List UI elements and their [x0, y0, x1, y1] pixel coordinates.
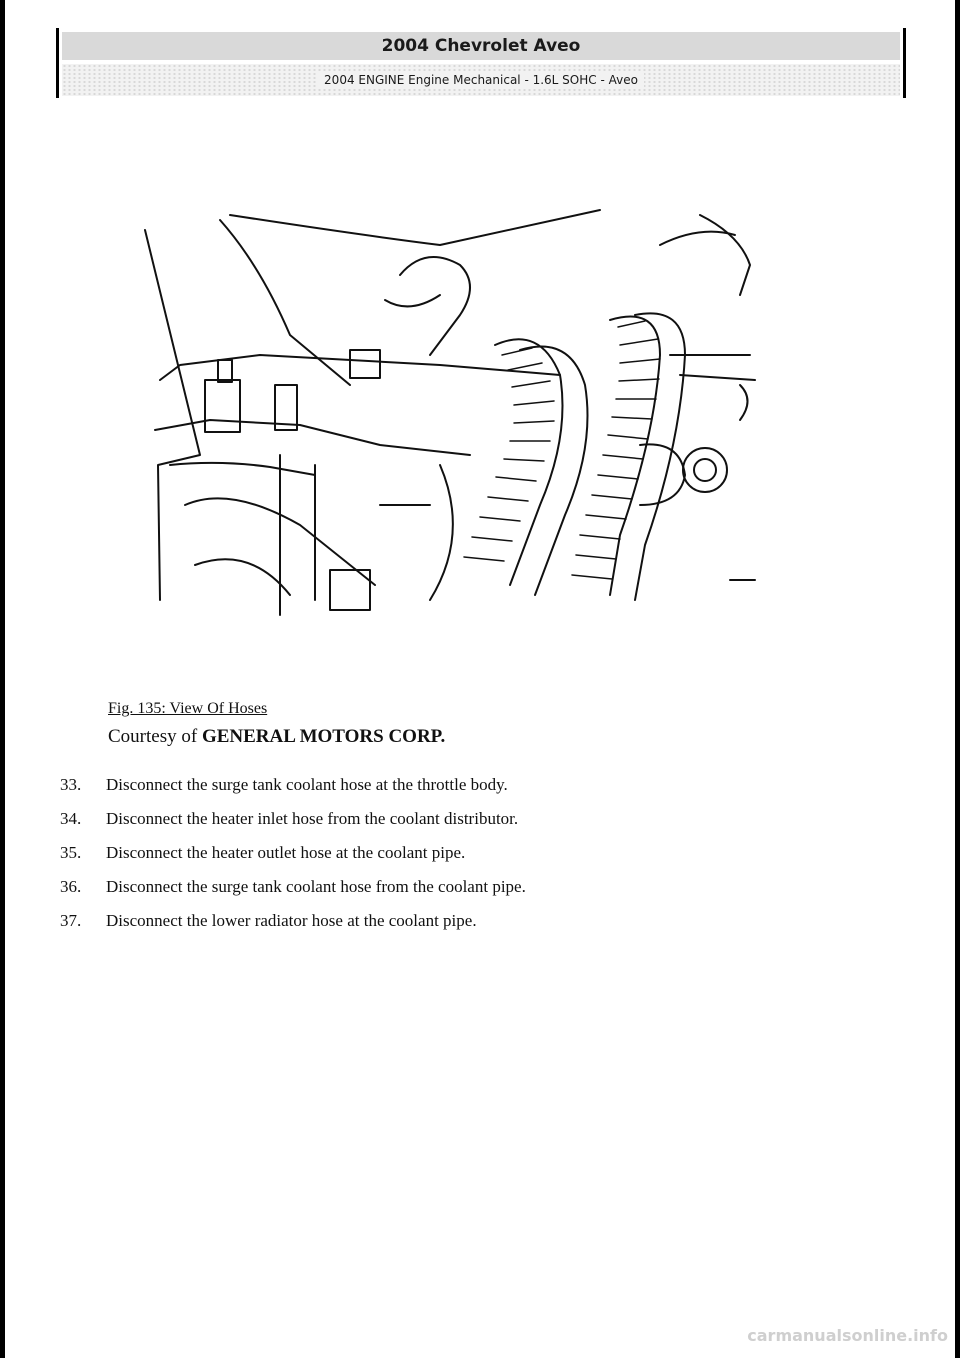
page-border-left	[0, 0, 5, 1358]
step-number: 33.	[60, 775, 82, 794]
procedure-step: 37. Disconnect the lower radiator hose a…	[60, 904, 860, 938]
step-number: 34.	[60, 809, 82, 828]
document-title: 2004 Chevrolet Aveo	[62, 32, 900, 60]
step-text: Disconnect the heater inlet hose from th…	[106, 809, 519, 828]
procedure-step: 36. Disconnect the surge tank coolant ho…	[60, 870, 860, 904]
step-number: 35.	[60, 843, 82, 862]
step-text: Disconnect the heater outlet hose at the…	[106, 843, 466, 862]
courtesy-prefix: Courtesy of	[108, 726, 202, 747]
page-border-right	[955, 0, 960, 1358]
document-header: 2004 Chevrolet Aveo 2004 ENGINE Engine M…	[56, 28, 906, 98]
figure-courtesy: Courtesy of GENERAL MOTORS CORP.	[108, 726, 445, 748]
courtesy-organization: GENERAL MOTORS CORP.	[201, 726, 446, 747]
document-subtitle: 2004 ENGINE Engine Mechanical - 1.6L SOH…	[318, 73, 644, 87]
hoses-illustration	[140, 205, 760, 625]
document-subtitle-band: 2004 ENGINE Engine Mechanical - 1.6L SOH…	[62, 64, 900, 96]
step-text: Disconnect the surge tank coolant hose f…	[106, 877, 526, 896]
step-text: Disconnect the lower radiator hose at th…	[106, 911, 477, 930]
header-rule-left	[56, 28, 59, 98]
procedure-step: 34. Disconnect the heater inlet hose fro…	[60, 802, 860, 836]
site-watermark: carmanualsonline.info	[747, 1326, 948, 1345]
procedure-step: 33. Disconnect the surge tank coolant ho…	[60, 768, 860, 802]
figure-caption: Fig. 135: View Of Hoses	[108, 700, 268, 717]
step-number: 37.	[60, 911, 82, 930]
header-rule-right	[903, 28, 906, 98]
procedure-steps: 33. Disconnect the surge tank coolant ho…	[60, 768, 860, 938]
procedure-step: 35. Disconnect the heater outlet hose at…	[60, 836, 860, 870]
step-number: 36.	[60, 877, 82, 896]
step-text: Disconnect the surge tank coolant hose a…	[106, 775, 508, 794]
